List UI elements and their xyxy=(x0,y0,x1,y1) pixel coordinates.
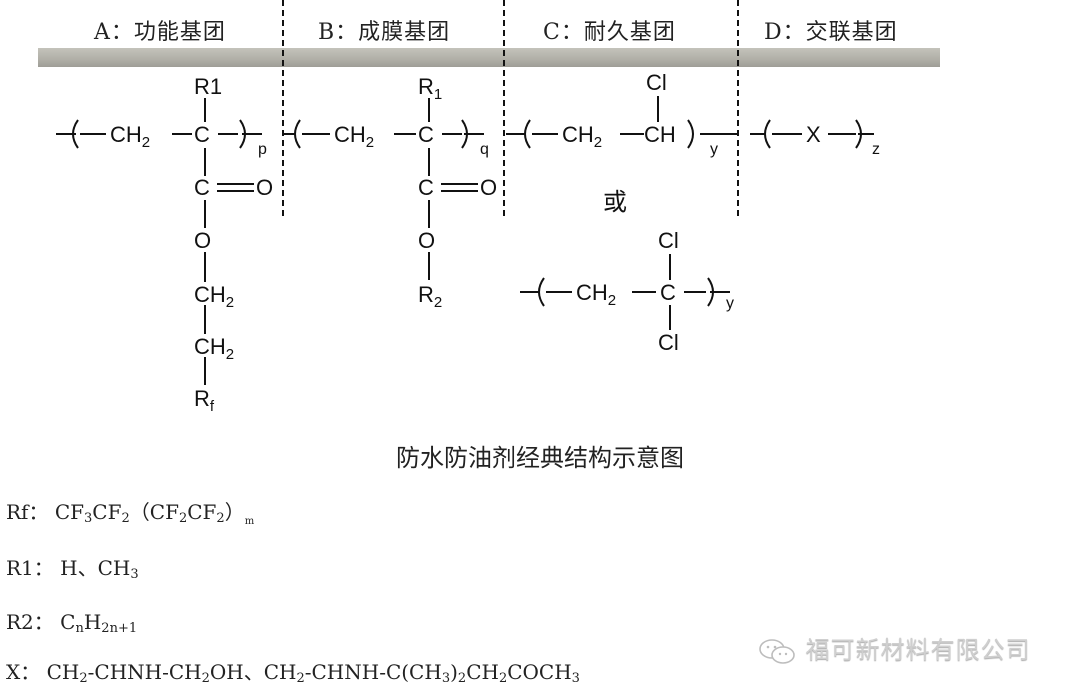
def-r2-label: R2： xyxy=(6,610,54,634)
def-x-formula: CH2-CHNH-CH2OH、CH2-CHNH-C(CH3)2CH2COCH3 xyxy=(46,660,580,686)
def-rf-formula: CF3CF2（CF2CF2）m xyxy=(54,500,255,527)
def-r1-formula: H、CH3 xyxy=(60,556,139,582)
group-d-label: D：交联基团 xyxy=(764,20,898,45)
group-b-label: B：成膜基团 xyxy=(318,20,451,45)
figure-caption: 防水防油剂经典结构示意图 xyxy=(396,444,684,472)
watermark: 福可新材料有限公司 xyxy=(758,630,1031,666)
def-r1-label: R1： xyxy=(6,556,54,580)
b-center-c: C xyxy=(418,122,434,147)
divider-ab xyxy=(282,0,284,216)
a-subscript: p xyxy=(258,141,267,158)
def-rf: Rf： CF3CF2（CF2CF2）m xyxy=(6,496,254,527)
def-rf-label: Rf： xyxy=(6,500,49,524)
c-alt-ch2: CH2 xyxy=(576,280,616,309)
def-r2: R2： CnH2n+1 xyxy=(6,606,137,636)
a-ch2-1: CH2 xyxy=(194,282,234,311)
d-x: X xyxy=(806,122,821,147)
def-x-label: X： xyxy=(6,660,41,684)
def-x: X： CH2-CHNH-CH2OH、CH2-CHNH-C(CH3)2CH2COC… xyxy=(6,656,580,686)
b-ch2: CH2 xyxy=(334,122,374,151)
c-ch: CH xyxy=(644,122,676,147)
c-ch2: CH2 xyxy=(562,122,602,151)
a-carbonyl-c: C xyxy=(194,175,210,200)
a-r1: R1 xyxy=(194,74,222,99)
a-center-c: C xyxy=(194,122,210,147)
b-subscript: q xyxy=(480,141,489,158)
def-r2-formula: CnH2n+1 xyxy=(60,610,138,636)
b-ester-o: O xyxy=(418,228,435,253)
d-subscript: z xyxy=(872,141,880,158)
group-a-label: A：功能基团 xyxy=(94,20,226,45)
def-r1: R1： H、CH3 xyxy=(6,552,139,582)
c-alt-c: C xyxy=(660,280,676,305)
watermark-text: 福可新材料有限公司 xyxy=(805,637,1031,664)
a-rf: Rf xyxy=(194,386,215,415)
b-carbonyl-o: O xyxy=(480,175,497,200)
c-cl: Cl xyxy=(646,70,667,95)
b-r1: R1 xyxy=(418,74,442,103)
c-subscript: y xyxy=(710,141,718,158)
substrate-bar xyxy=(38,48,940,67)
c-alt-cl-top: Cl xyxy=(658,228,679,253)
a-ch2-2: CH2 xyxy=(194,334,234,363)
group-c-label: C：耐久基团 xyxy=(543,20,676,45)
a-ester-o: O xyxy=(194,228,211,253)
divider-bc xyxy=(503,0,505,216)
c-alt-subscript: y xyxy=(726,295,734,312)
c-or-label: 或 xyxy=(603,188,627,216)
b-carbonyl-c: C xyxy=(418,175,434,200)
b-r2: R2 xyxy=(418,282,442,311)
polymer-structure: R1 CH2 C p C O O CH2 CH2 Rf R1 CH2 C q C… xyxy=(56,70,880,415)
a-ch2: CH2 xyxy=(110,122,150,151)
c-alt-cl-bottom: Cl xyxy=(658,330,679,355)
a-carbonyl-o: O xyxy=(256,175,273,200)
divider-cd xyxy=(737,0,739,216)
wechat-icon xyxy=(759,638,795,664)
